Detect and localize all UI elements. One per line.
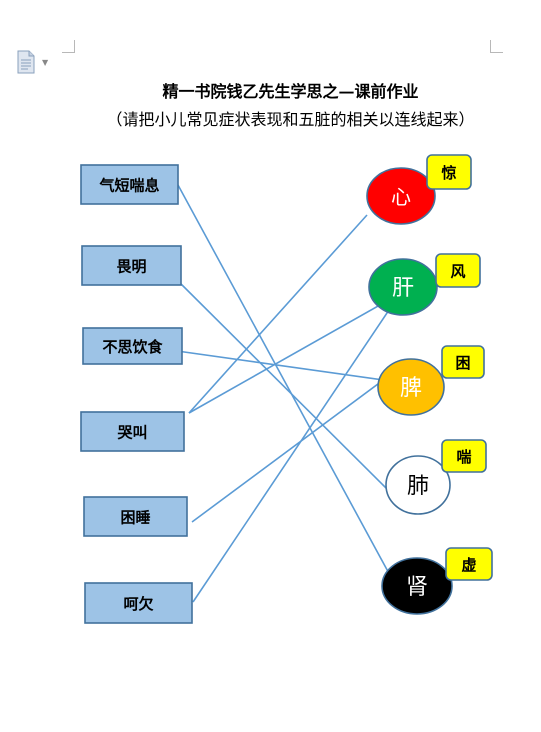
symptom-label: 畏明 xyxy=(116,258,146,276)
symptom-box[interactable]: 不思饮食 xyxy=(82,327,183,365)
symptom-box[interactable]: 哭叫 xyxy=(80,411,185,452)
symptom-box[interactable]: 呵欠 xyxy=(84,582,193,624)
symptom-label: 不思饮食 xyxy=(102,338,163,356)
symptom-label: 哭叫 xyxy=(116,424,147,442)
page-corner-mark-right xyxy=(490,40,503,53)
page-subtitle-text: （请把小儿常见症状表现和五脏的相关以连线起来） xyxy=(106,110,475,129)
organ-circle xyxy=(366,167,436,225)
organ-circle xyxy=(385,455,451,515)
symptom-box-shape xyxy=(82,327,183,365)
symptom-box-shape xyxy=(80,164,179,205)
organ-label: 肺 xyxy=(407,474,429,499)
organ-label: 肝 xyxy=(392,276,414,301)
symptom-box-shape xyxy=(84,582,193,624)
organ-circle xyxy=(377,358,445,416)
connection-line[interactable] xyxy=(188,296,395,414)
symptom-box-shape xyxy=(80,411,185,452)
connection-line[interactable] xyxy=(169,349,384,381)
chevron-down-icon[interactable]: ▼ xyxy=(42,58,49,67)
symptom-box[interactable]: 困睡 xyxy=(83,496,188,537)
connection-line[interactable] xyxy=(168,271,388,490)
organ-label: 肾 xyxy=(406,575,428,600)
symptom-label: 困睡 xyxy=(120,509,150,527)
page-title-text: 精一书院钱乙先生学思之—课前作业 xyxy=(162,82,419,101)
organ-tag-box xyxy=(445,547,493,581)
organ-tag-label: 虚 xyxy=(461,556,476,574)
organ-tag-box xyxy=(435,253,481,288)
organ-label: 心 xyxy=(391,185,411,209)
organ-node[interactable]: 心惊 xyxy=(366,154,472,225)
connection-lines xyxy=(168,184,399,603)
organ-node[interactable]: 肾虚 xyxy=(381,547,493,615)
connection-line[interactable] xyxy=(191,377,387,523)
symptom-box[interactable]: 气短喘息 xyxy=(80,164,179,205)
organ-tag-box xyxy=(426,154,472,190)
organ-node[interactable]: 脾困 xyxy=(377,345,485,416)
organ-tag-label: 惊 xyxy=(441,164,456,182)
connection-line[interactable] xyxy=(188,214,368,414)
organ-tag-label: 喘 xyxy=(456,448,471,466)
organ-tag-label: 困 xyxy=(455,354,470,372)
organ-tag-box xyxy=(441,439,487,473)
organ-node[interactable]: 肝风 xyxy=(368,253,481,316)
symptom-label: 呵欠 xyxy=(123,595,153,613)
symptom-box-shape xyxy=(83,496,188,537)
page-subtitle: （请把小儿常见症状表现和五脏的相关以连线起来） xyxy=(0,106,541,130)
connection-line[interactable] xyxy=(177,184,399,591)
organ-circle xyxy=(381,557,453,615)
document-icon[interactable] xyxy=(16,50,36,74)
page-title: 精一书院钱乙先生学思之—课前作业 xyxy=(0,78,541,102)
symptom-box[interactable]: 畏明 xyxy=(81,245,182,286)
symptom-label: 气短喘息 xyxy=(98,177,159,195)
organ-node[interactable]: 肺喘 xyxy=(385,439,487,515)
page-corner-mark-left xyxy=(62,40,75,53)
organ-circle xyxy=(368,258,438,316)
organ-label: 脾 xyxy=(400,376,422,401)
connection-line[interactable] xyxy=(192,306,392,603)
organ-tag-label: 风 xyxy=(450,263,465,281)
symptom-box-shape xyxy=(81,245,182,286)
organ-tag-box xyxy=(441,345,485,379)
